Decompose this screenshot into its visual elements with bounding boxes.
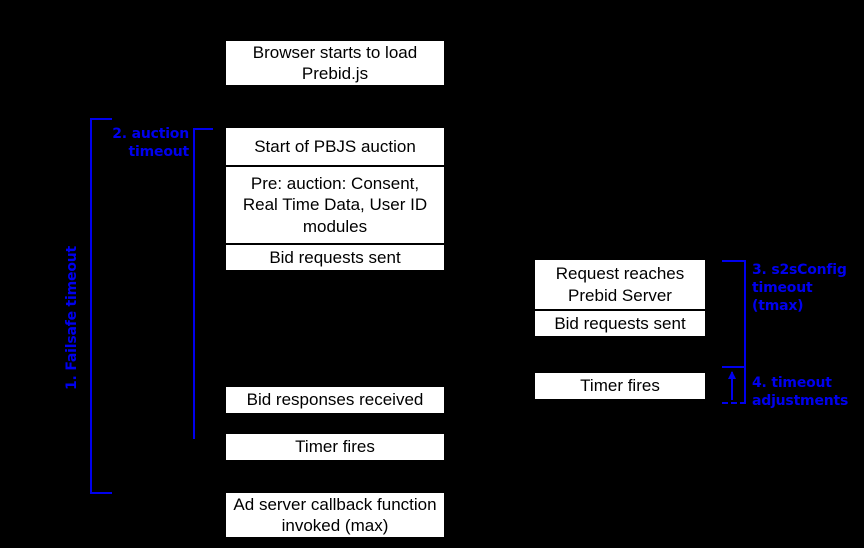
auction-timeout-bracket-vertical [193, 128, 195, 439]
node-timer-fires-label: Timer fires [295, 437, 375, 457]
s2sconfig-bracket-vertical [744, 260, 746, 368]
node-browser-load: Browser starts to load Prebid.js [225, 40, 445, 86]
node-auction-start-label: Start of PBJS auction [254, 136, 416, 156]
failsafe-bracket-top-arm [90, 118, 112, 120]
annotation-timeout-adjustments-label: 4. timeout adjustments [752, 375, 849, 409]
node-request-reaches-server-label: Request reaches Prebid Server [555, 264, 685, 305]
failsafe-bracket-vertical [90, 118, 92, 494]
node-bid-responses-received: Bid responses received [225, 386, 445, 414]
annotation-timeout-adjustments: 4. timeout adjustments [752, 375, 864, 411]
timeout-adjustments-dashed-baseline [722, 402, 746, 404]
timeout-adjustments-arrow-icon [728, 371, 736, 400]
node-timer-fires: Timer fires [225, 433, 445, 461]
annotation-auction-timeout-label: 2. auction timeout [112, 126, 189, 160]
node-bid-responses-received-label: Bid responses received [246, 390, 424, 410]
node-bid-requests-sent-label: Bid requests sent [269, 247, 401, 267]
annotation-s2sconfig-timeout-label: 3. s2sConfig timeout (tmax) [752, 262, 847, 314]
node-server-bid-requests-sent-label: Bid requests sent [554, 313, 686, 333]
node-browser-load-label: Browser starts to load Prebid.js [252, 42, 418, 83]
auction-timeout-bracket-top-arm [193, 128, 213, 130]
node-pre-auction: Pre: auction: Consent, Real Time Data, U… [225, 166, 445, 244]
failsafe-bracket-bottom-arm [90, 492, 112, 494]
annotation-failsafe-timeout: 1. Failsafe timeout [64, 246, 82, 390]
node-server-timer-fires: Timer fires [534, 372, 706, 400]
timeout-adjustments-bracket-vertical [744, 368, 746, 404]
node-request-reaches-server: Request reaches Prebid Server [534, 259, 706, 310]
annotation-s2sconfig-timeout: 3. s2sConfig timeout (tmax) [752, 262, 864, 316]
s2sconfig-bracket-top-arm [722, 260, 746, 262]
node-pre-auction-label: Pre: auction: Consent, Real Time Data, U… [242, 174, 428, 236]
annotation-failsafe-timeout-label: 1. Failsafe timeout [64, 245, 80, 390]
node-server-bid-requests-sent: Bid requests sent [534, 310, 706, 337]
node-ad-server-callback-label: Ad server callback function invoked (max… [233, 494, 437, 535]
node-ad-server-callback: Ad server callback function invoked (max… [225, 492, 445, 538]
node-auction-start: Start of PBJS auction [225, 127, 445, 166]
node-server-timer-fires-label: Timer fires [580, 376, 660, 396]
node-bid-requests-sent: Bid requests sent [225, 244, 445, 271]
annotation-auction-timeout: 2. auction timeout [93, 126, 189, 162]
s2sconfig-bracket-bottom-arm [722, 366, 746, 368]
